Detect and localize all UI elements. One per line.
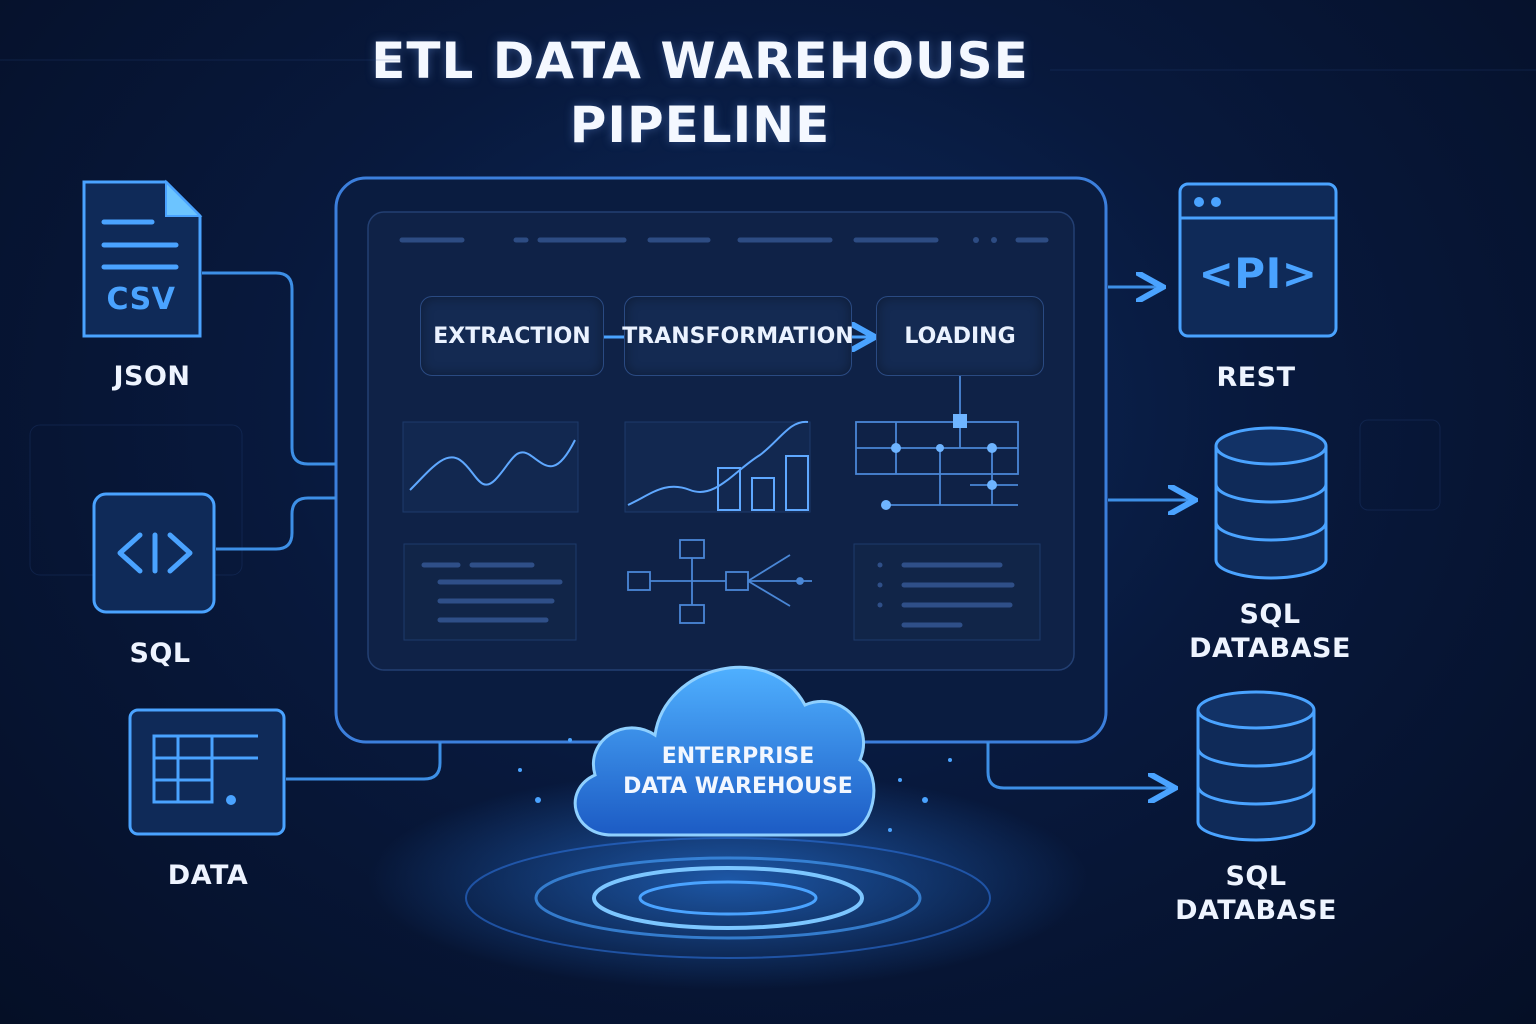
sql-code-icon	[92, 492, 216, 614]
cloud-icon	[573, 665, 876, 837]
list-thumbnail-left	[403, 543, 577, 641]
db2-label-line-2: DATABASE	[1175, 895, 1337, 926]
background-decor	[0, 59, 1536, 576]
platform-ring-inner	[592, 866, 864, 930]
sparkle-dots	[518, 738, 952, 832]
db1-label-line-1: SQL	[1239, 599, 1301, 630]
sql-database-icon-2	[1196, 690, 1316, 842]
network-nodes	[881, 414, 997, 510]
rest-api-window-icon	[1178, 182, 1338, 338]
rest-label: REST	[1216, 362, 1296, 393]
stage-extraction[interactable]: EXTRACTION	[420, 296, 604, 376]
warehouse-label-line-1: ENTERPRISE	[661, 744, 815, 769]
sql-database-icon-1	[1214, 426, 1328, 580]
list-thumbnail-right	[853, 543, 1041, 641]
platform-ring-mid	[534, 856, 922, 940]
line-chart-thumbnail	[402, 421, 579, 513]
platform-ring-outer	[465, 837, 991, 959]
csv-badge-text: CSV	[106, 282, 176, 317]
source-connectors	[202, 271, 442, 781]
toolbar-dot	[991, 237, 997, 243]
api-glyph: <PI>	[1198, 249, 1318, 298]
data-label: DATA	[167, 860, 249, 891]
target-connectors	[986, 287, 1192, 788]
flowchart-thumbnail	[627, 539, 812, 624]
platform-glow	[368, 770, 1088, 990]
page-title-line-1: ETL DATA WAREHOUSE	[371, 32, 1029, 90]
toolbar-dot	[973, 237, 979, 243]
sql-label: SQL	[129, 638, 191, 669]
json-label: JSON	[113, 361, 191, 392]
bar-line-chart-thumbnail	[624, 420, 811, 513]
db2-label-line-1: SQL	[1225, 861, 1287, 892]
warehouse-label-line-2: DATA WAREHOUSE	[623, 774, 853, 799]
platform-core	[638, 880, 818, 916]
db1-label-line-2: DATABASE	[1189, 633, 1351, 664]
data-table-icon	[128, 708, 286, 836]
stage-transformation[interactable]: TRANSFORMATION	[622, 296, 854, 376]
stage-loading[interactable]: LOADING	[876, 296, 1044, 376]
page-title-line-2: PIPELINE	[569, 96, 831, 154]
csv-file-icon	[82, 179, 203, 338]
